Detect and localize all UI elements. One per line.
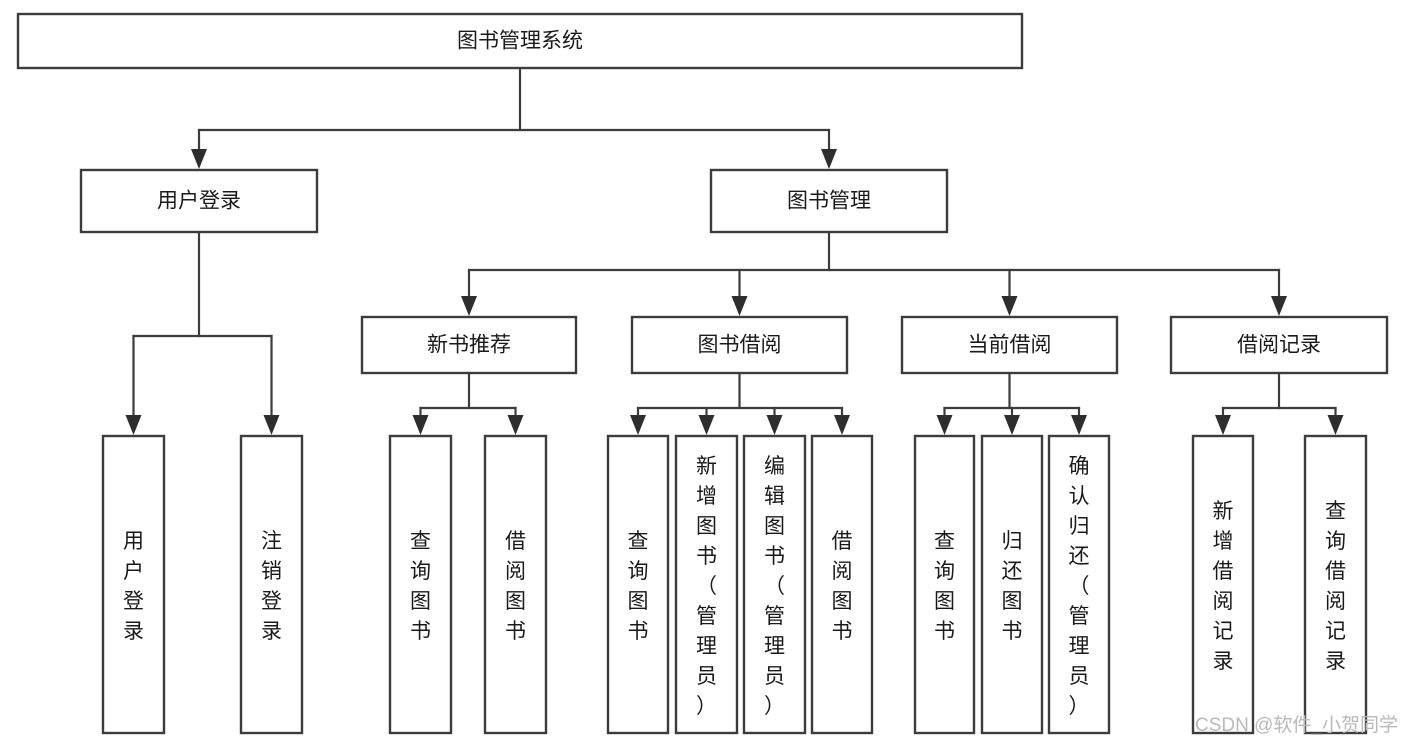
connector-group-book-manage xyxy=(461,230,1287,316)
connector-group-book-borrow xyxy=(630,371,850,435)
node-box-leaf-query-book-3 xyxy=(913,434,976,735)
node-leaf-confirm-return[interactable]: 确认归还（管理员） xyxy=(1047,434,1111,735)
node-root[interactable]: 图书管理系统 xyxy=(16,12,1024,70)
node-label-leaf-add-record: 新增借阅记录 xyxy=(1213,500,1234,673)
node-leaf-add-book[interactable]: 新增图书（管理员） xyxy=(674,434,739,735)
node-box-leaf-query-record xyxy=(1303,434,1368,735)
node-box-current-borrow xyxy=(900,315,1119,375)
node-box-root xyxy=(16,12,1024,70)
node-layer: 图书管理系统用户登录图书管理新书推荐图书借阅当前借阅借阅记录用户登录注销登录查询… xyxy=(16,12,1389,735)
node-label-book-borrow: 图书借阅 xyxy=(698,334,782,357)
node-box-leaf-confirm-return xyxy=(1047,434,1111,735)
node-new-book-rec[interactable]: 新书推荐 xyxy=(360,315,578,375)
node-user-login[interactable]: 用户登录 xyxy=(79,168,319,234)
node-box-leaf-borrow-book-1 xyxy=(483,434,548,735)
node-box-book-borrow xyxy=(630,315,849,375)
node-label-leaf-query-book-1: 查询图书 xyxy=(410,530,431,643)
node-leaf-query-book-3[interactable]: 查询图书 xyxy=(913,434,976,735)
node-leaf-borrow-book-1[interactable]: 借阅图书 xyxy=(483,434,548,735)
node-label-leaf-return-book: 归还图书 xyxy=(1002,530,1023,643)
node-box-leaf-query-book-2 xyxy=(606,434,670,735)
node-leaf-return-book[interactable]: 归还图书 xyxy=(980,434,1044,735)
node-leaf-logout[interactable]: 注销登录 xyxy=(239,434,304,735)
node-label-new-book-rec: 新书推荐 xyxy=(427,334,511,357)
node-label-leaf-borrow-book-1: 借阅图书 xyxy=(505,530,526,643)
connector-group-new-book-rec xyxy=(412,371,524,435)
node-label-borrow-record: 借阅记录 xyxy=(1237,334,1321,357)
node-label-leaf-logout: 注销登录 xyxy=(261,530,282,643)
node-box-leaf-return-book xyxy=(980,434,1044,735)
node-book-manage[interactable]: 图书管理 xyxy=(709,168,949,234)
node-label-leaf-edit-book: 编辑图书（管理员） xyxy=(764,455,785,718)
node-box-leaf-add-book xyxy=(674,434,739,735)
connector-group-root xyxy=(191,66,837,169)
node-box-leaf-user-login xyxy=(101,434,166,735)
node-label-leaf-query-record: 查询借阅记录 xyxy=(1325,500,1346,673)
node-label-leaf-confirm-return: 确认归还（管理员） xyxy=(1069,455,1090,718)
node-label-root: 图书管理系统 xyxy=(457,30,583,53)
node-leaf-query-record[interactable]: 查询借阅记录 xyxy=(1303,434,1368,735)
node-label-leaf-query-book-3: 查询图书 xyxy=(934,530,955,643)
node-label-current-borrow: 当前借阅 xyxy=(968,334,1052,357)
node-leaf-query-book-2[interactable]: 查询图书 xyxy=(606,434,670,735)
node-current-borrow[interactable]: 当前借阅 xyxy=(900,315,1119,375)
node-label-leaf-query-book-2: 查询图书 xyxy=(628,530,649,643)
node-label-leaf-borrow-book-2: 借阅图书 xyxy=(832,530,853,643)
node-book-borrow[interactable]: 图书借阅 xyxy=(630,315,849,375)
node-box-leaf-logout xyxy=(239,434,304,735)
node-leaf-query-book-1[interactable]: 查询图书 xyxy=(388,434,453,735)
connector-group-current-borrow xyxy=(936,371,1087,435)
node-leaf-edit-book[interactable]: 编辑图书（管理员） xyxy=(742,434,807,735)
connector-layer xyxy=(125,66,1344,435)
node-box-leaf-query-book-1 xyxy=(388,434,453,735)
node-box-leaf-borrow-book-2 xyxy=(810,434,874,735)
node-label-leaf-add-book: 新增图书（管理员） xyxy=(696,455,717,718)
node-borrow-record[interactable]: 借阅记录 xyxy=(1169,315,1389,375)
node-leaf-add-record[interactable]: 新增借阅记录 xyxy=(1191,434,1255,735)
node-label-user-login: 用户登录 xyxy=(157,190,241,213)
csdn-watermark: CSDN @软件_小贺同学 xyxy=(1195,714,1398,736)
node-box-leaf-add-record xyxy=(1191,434,1255,735)
node-label-leaf-user-login: 用户登录 xyxy=(123,530,144,643)
node-box-book-manage xyxy=(709,168,949,234)
node-box-user-login xyxy=(79,168,319,234)
node-label-book-manage: 图书管理 xyxy=(787,190,871,213)
connector-group-borrow-record xyxy=(1215,371,1344,435)
node-box-new-book-rec xyxy=(360,315,578,375)
node-leaf-user-login[interactable]: 用户登录 xyxy=(101,434,166,735)
node-box-leaf-edit-book xyxy=(742,434,807,735)
connector-group-user-login xyxy=(125,230,280,435)
node-leaf-borrow-book-2[interactable]: 借阅图书 xyxy=(810,434,874,735)
node-box-borrow-record xyxy=(1169,315,1389,375)
